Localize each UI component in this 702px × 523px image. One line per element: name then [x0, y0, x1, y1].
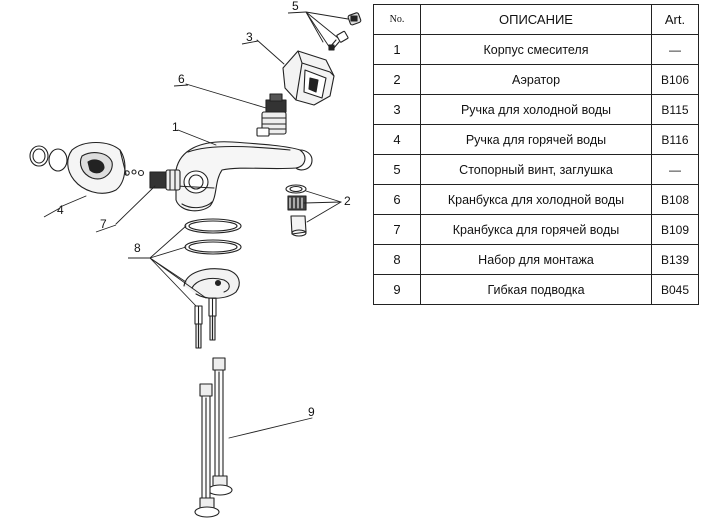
exploded-faucet-diagram: 5 3 6 1 2 4 7 8 9: [29, 0, 362, 518]
table-row: 1 Корпус смесителя —: [373, 34, 699, 65]
row-description: Кранбукса для горячей воды: [420, 214, 652, 245]
row-no: 1: [373, 34, 421, 65]
header-description: ОПИСАНИЕ: [420, 4, 652, 35]
callout-7: 7: [100, 217, 107, 231]
row-description: Гибкая подводка: [420, 274, 652, 305]
row-description: Ручка для горячей воды: [420, 124, 652, 155]
row-description: Аэратор: [420, 64, 652, 95]
row-description: Кранбукса для холодной воды: [420, 184, 652, 215]
row-art: —: [651, 154, 699, 185]
set-screw-and-cap-part: [328, 12, 362, 51]
flexible-hoses-part: [194, 357, 233, 518]
callout-underlines: [43, 11, 307, 259]
table-row: 3 Ручка для холодной воды B115: [373, 94, 699, 125]
row-art: B116: [651, 124, 699, 155]
header-art: Art.: [651, 4, 699, 35]
aerator-part: [285, 184, 307, 237]
row-no: 4: [373, 124, 421, 155]
hot-cartridge-part: [124, 169, 181, 191]
row-description: Корпус смесителя: [420, 34, 652, 65]
row-art: B139: [651, 244, 699, 275]
table-row: 5 Стопорный винт, заглушка —: [373, 154, 699, 185]
hot-handle-part: [29, 141, 127, 194]
table-row: 6 Кранбукса для холодной воды B108: [373, 184, 699, 215]
callout-4: 4: [57, 203, 64, 217]
row-no: 7: [373, 214, 421, 245]
table-row: 4 Ручка для горячей воды B116: [373, 124, 699, 155]
row-no: 5: [373, 154, 421, 185]
row-description: Ручка для холодной воды: [420, 94, 652, 125]
row-no: 3: [373, 94, 421, 125]
cold-handle-part: [282, 50, 335, 106]
callout-3: 3: [246, 30, 253, 44]
header-no: No.: [373, 4, 421, 35]
row-no: 2: [373, 64, 421, 95]
row-no: 9: [373, 274, 421, 305]
callout-8: 8: [134, 241, 141, 255]
mounting-kit-part: [183, 218, 242, 349]
table-header-row: No. ОПИСАНИЕ Art.: [373, 4, 699, 35]
callout-1: 1: [172, 120, 179, 134]
row-description: Стопорный винт, заглушка: [420, 154, 652, 185]
row-art: B109: [651, 214, 699, 245]
row-art: B045: [651, 274, 699, 305]
row-art: B115: [651, 94, 699, 125]
table-row: 7 Кранбукса для горячей воды B109: [373, 214, 699, 245]
row-no: 8: [373, 244, 421, 275]
table-row: 2 Аэратор B106: [373, 64, 699, 95]
faucet-body-part: [175, 141, 313, 212]
row-no: 6: [373, 184, 421, 215]
row-art: B108: [651, 184, 699, 215]
callout-2: 2: [344, 194, 351, 208]
leader-lines: [59, 11, 349, 439]
table-row: 8 Набор для монтажа B139: [373, 244, 699, 275]
parts-table: No. ОПИСАНИЕ Art. 1 Корпус смесителя — 2…: [373, 4, 699, 305]
row-description: Набор для монтажа: [420, 244, 652, 275]
table-row: 9 Гибкая подводка B045: [373, 274, 699, 305]
callout-6: 6: [178, 72, 185, 86]
callout-5: 5: [292, 0, 299, 13]
row-art: B106: [651, 64, 699, 95]
row-art: —: [651, 34, 699, 65]
cold-cartridge-part: [256, 93, 287, 137]
callout-9: 9: [308, 405, 315, 419]
